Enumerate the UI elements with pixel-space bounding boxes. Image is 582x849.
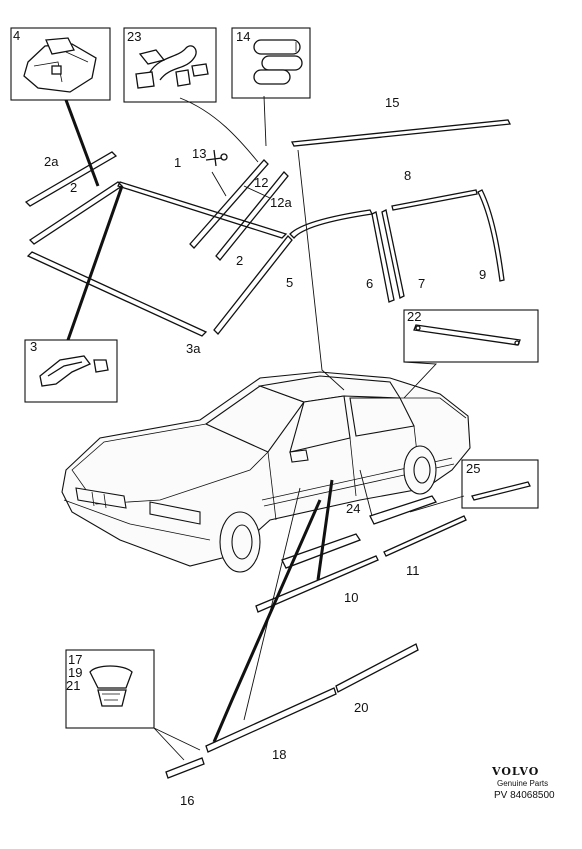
callout-16: 16 <box>180 793 194 808</box>
callout-20: 20 <box>354 700 368 715</box>
moulding-9 <box>477 189 505 282</box>
moulding-2-right <box>213 235 293 335</box>
callout-19: 19 <box>68 665 82 680</box>
corner-clip-3-icon <box>39 355 109 387</box>
callout-11: 11 <box>406 563 420 578</box>
callout-25: 25 <box>466 461 480 476</box>
strip-22-icon <box>413 324 521 346</box>
callout-2-lower: 2 <box>236 253 243 268</box>
moulding-12a <box>215 171 289 261</box>
callout-5: 5 <box>286 275 293 290</box>
callout-1: 1 <box>174 155 181 170</box>
moulding-2a <box>24 151 118 207</box>
inset-box-3: 3 <box>24 339 118 403</box>
callout-24: 24 <box>346 501 360 516</box>
callout-8: 8 <box>404 168 411 183</box>
screw-13-icon <box>205 149 228 167</box>
inset-box-22: 22 <box>403 309 539 363</box>
inset-box-4: 4 <box>10 27 111 101</box>
trim-roll-icon <box>253 39 303 85</box>
inset-box-25: 25 <box>461 459 539 509</box>
callout-3a: 3a <box>186 341 201 356</box>
callout-3: 3 <box>30 339 37 354</box>
fastener-clip-icon <box>89 665 133 707</box>
callout-10: 10 <box>344 590 358 605</box>
moulding-3a <box>26 251 208 337</box>
callout-7: 7 <box>418 276 425 291</box>
moulding-11 <box>383 515 467 557</box>
callout-2a: 2a <box>44 154 59 169</box>
seal-tape-icon <box>135 45 209 89</box>
callout-15: 15 <box>385 95 399 110</box>
moulding-7 <box>381 209 405 299</box>
callout-14: 14 <box>236 29 250 44</box>
sill-plate-24-rear <box>369 495 438 525</box>
callout-13: 13 <box>192 146 206 161</box>
moulding-16 <box>165 757 205 779</box>
moulding-12 <box>189 159 269 249</box>
callout-4: 4 <box>13 28 20 43</box>
moulding-18 <box>205 687 337 753</box>
callout-23: 23 <box>127 29 141 44</box>
inset-box-17-19-21: 17 19 21 <box>65 649 155 729</box>
callout-17: 17 <box>68 652 82 667</box>
brand-tagline: Genuine Parts <box>497 779 548 788</box>
brand-block: VOLVO Genuine Parts PV 84068500 <box>491 765 555 801</box>
leader-lines <box>64 95 465 761</box>
callout-2-upper: 2 <box>70 180 77 195</box>
callout-12: 12 <box>254 175 268 190</box>
moulding-15 <box>290 119 512 147</box>
callout-12a: 12a <box>270 195 292 210</box>
moulding-20 <box>335 643 419 693</box>
sill-group <box>165 495 467 779</box>
callout-21: 21 <box>66 678 80 693</box>
callout-22: 22 <box>407 309 421 324</box>
part-code: PV 84068500 <box>494 790 555 801</box>
clip-4-icon <box>23 37 97 93</box>
callout-9: 9 <box>479 267 486 282</box>
callout-labels: 1 2 2 2a 3a 5 6 7 8 9 10 11 12 12a 13 15… <box>44 95 486 808</box>
car-illustration <box>61 371 471 573</box>
callout-6: 6 <box>366 276 373 291</box>
moulding-10 <box>255 555 379 613</box>
roof-door-trim-group <box>290 119 512 303</box>
brand-name: VOLVO <box>491 765 539 778</box>
sill-plate-25-icon <box>471 481 531 501</box>
inset-box-14: 14 <box>231 27 311 99</box>
callout-18: 18 <box>272 747 286 762</box>
moulding-1 <box>117 181 288 239</box>
moulding-5 <box>289 209 373 239</box>
moulding-6 <box>371 211 395 303</box>
moulding-8 <box>391 189 478 211</box>
inset-box-23: 23 <box>123 27 217 103</box>
